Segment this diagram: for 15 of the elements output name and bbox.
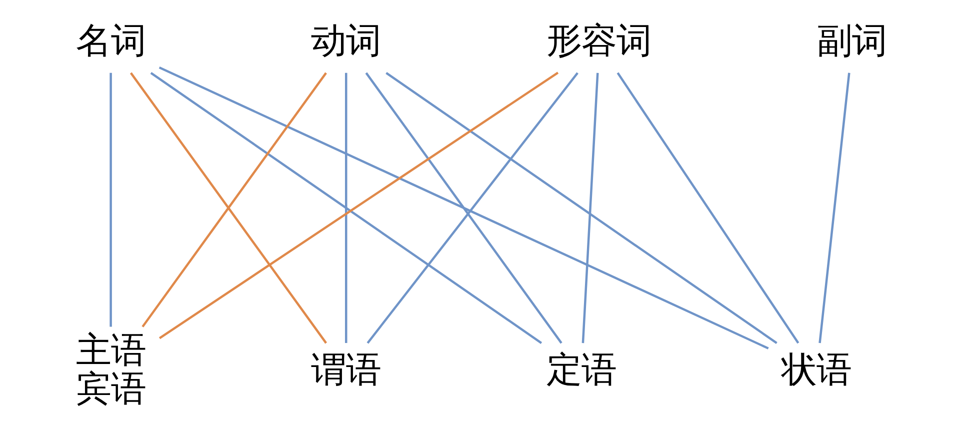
node-text: 谓语 (310, 349, 381, 390)
node-text: 名词 (75, 20, 146, 62)
node-text: 动词 (310, 20, 381, 62)
connector (616, 72, 799, 344)
node-text: 状语 (781, 349, 852, 390)
node-text: 定语 (546, 349, 616, 390)
connector (344, 72, 347, 344)
node-text: 副词 (816, 20, 887, 62)
connector (818, 72, 850, 344)
connector (109, 72, 112, 327)
node-text: 形容词 (546, 20, 652, 62)
connector (385, 72, 777, 344)
connector (158, 66, 768, 350)
node-text: 主语 宾语 (75, 330, 146, 410)
connector (581, 72, 598, 344)
